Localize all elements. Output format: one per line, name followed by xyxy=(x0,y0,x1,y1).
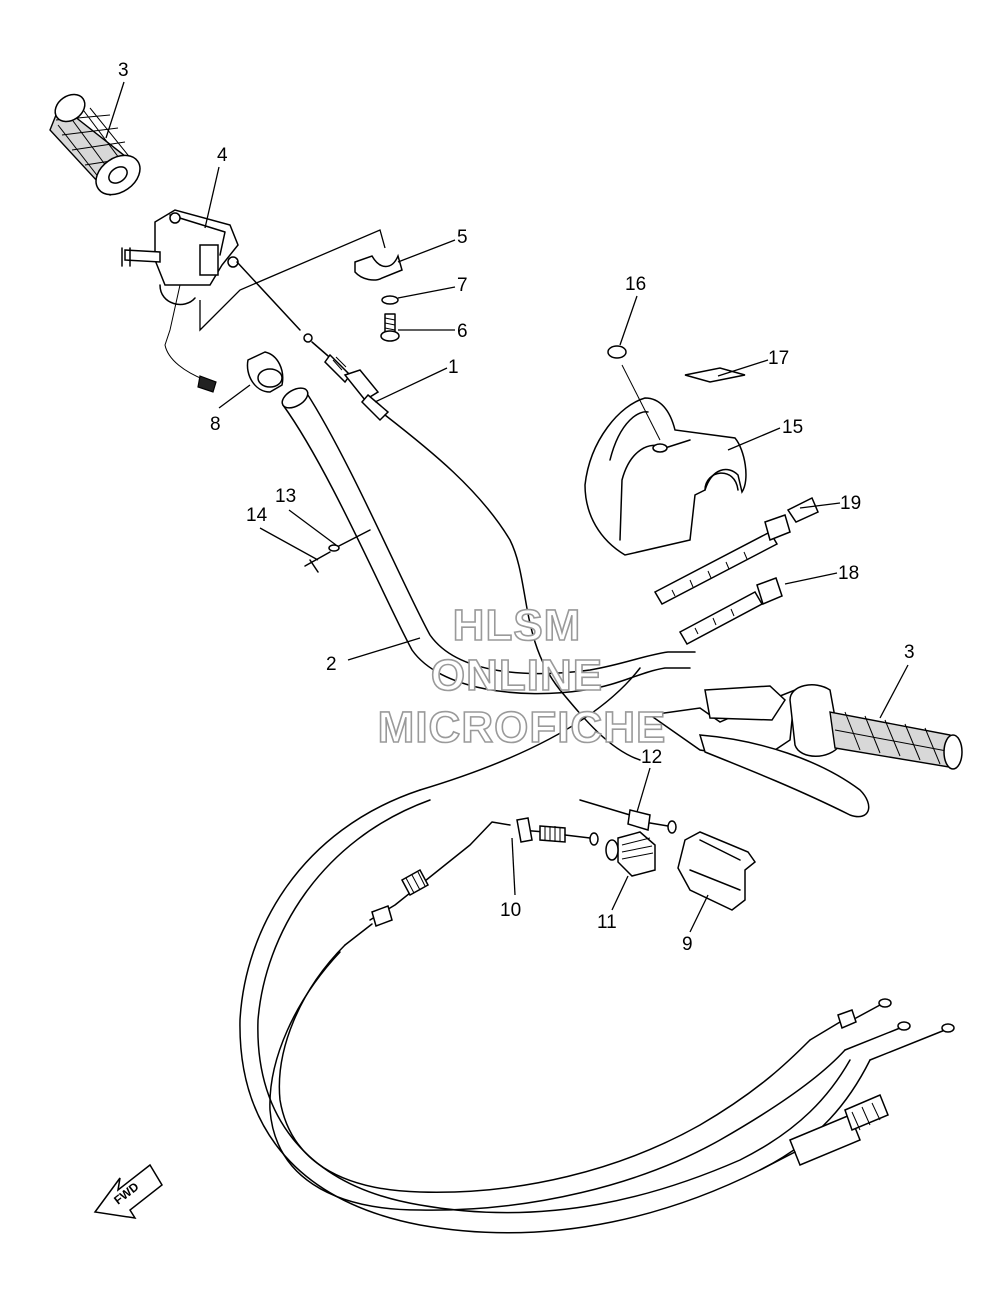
throttle-housing xyxy=(121,209,386,393)
right-grip-assembly xyxy=(648,684,963,818)
watermark-line-2: ONLINE xyxy=(431,651,603,700)
cotter-pin-parts xyxy=(304,529,371,573)
callout-numbers: 1 2 3 3 4 5 6 7 8 9 10 11 12 13 14 15 16… xyxy=(118,60,915,955)
callout-13: 13 xyxy=(275,486,296,507)
callout-12: 12 xyxy=(641,747,662,768)
watermark: HLSM ONLINE MICROFICHE xyxy=(377,600,667,753)
callout-3-left: 3 xyxy=(118,60,129,81)
callout-14: 14 xyxy=(246,505,268,526)
callout-16: 16 xyxy=(625,274,646,295)
watermark-line-3: MICROFICHE xyxy=(378,703,667,752)
fwd-arrow-icon: FWD xyxy=(93,1163,163,1219)
callout-19: 19 xyxy=(840,493,861,514)
callout-9: 9 xyxy=(682,934,693,955)
callout-3-right: 3 xyxy=(904,642,915,663)
handlebar-cover xyxy=(584,397,747,556)
callout-5: 5 xyxy=(457,227,468,248)
callout-8: 8 xyxy=(210,414,221,435)
handlebar xyxy=(281,387,696,791)
callout-17: 17 xyxy=(768,348,789,369)
callout-7: 7 xyxy=(457,275,468,296)
throttle-cable xyxy=(236,261,641,761)
left-grip xyxy=(49,93,141,197)
callout-6: 6 xyxy=(457,321,468,342)
cover-small-parts xyxy=(607,345,746,441)
callout-11: 11 xyxy=(597,912,617,933)
callout-15: 15 xyxy=(782,417,803,438)
leader-lines xyxy=(105,81,909,933)
callout-4: 4 xyxy=(217,145,228,166)
clamp-parts xyxy=(354,253,403,342)
callout-10: 10 xyxy=(500,900,521,921)
callout-1: 1 xyxy=(448,357,459,378)
collar xyxy=(246,351,284,393)
callout-2: 2 xyxy=(326,654,337,675)
lower-small-parts xyxy=(344,799,757,946)
cable-ties xyxy=(653,496,819,646)
long-cables xyxy=(239,789,955,1234)
callout-18: 18 xyxy=(838,563,859,584)
watermark-line-1: HLSM xyxy=(453,601,582,650)
